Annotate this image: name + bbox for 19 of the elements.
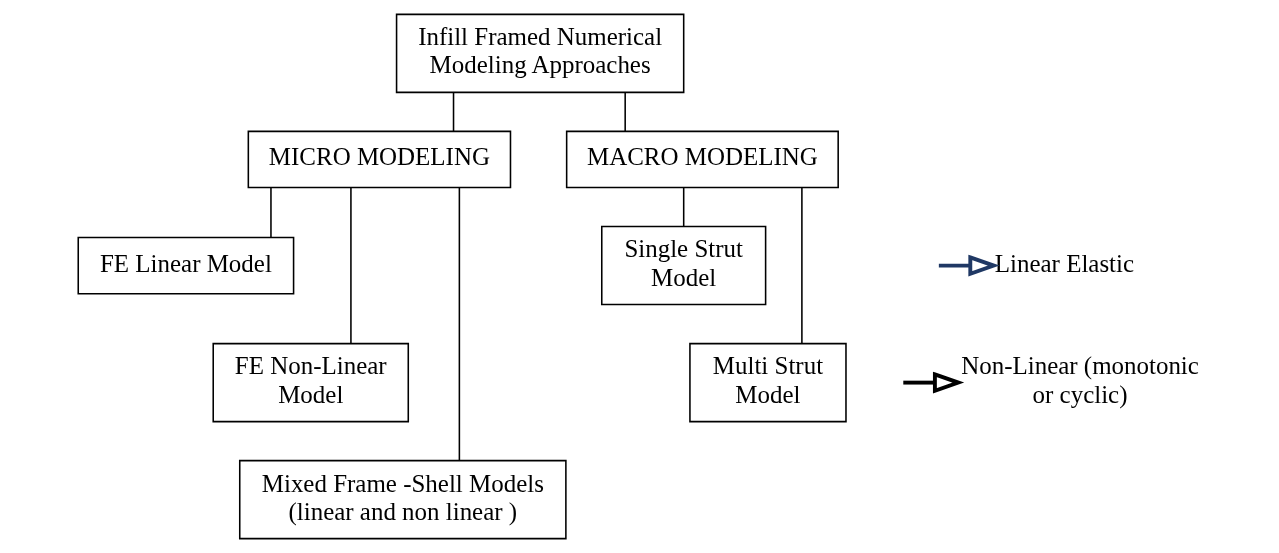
node-box: FE Linear Model xyxy=(76,236,294,295)
node-box: MICRO MODELING xyxy=(247,130,511,189)
connector xyxy=(682,187,684,228)
node-box: Infill Framed Numerical Modeling Approaches xyxy=(395,13,684,94)
node-box: Single Strut Model xyxy=(600,225,766,306)
connector xyxy=(623,92,626,132)
node-box: Mixed Frame -Shell Models (linear and non linear ) xyxy=(238,459,567,540)
connector xyxy=(452,92,454,132)
arrow xyxy=(902,371,964,394)
arrow xyxy=(938,254,1000,277)
connector xyxy=(269,187,272,238)
connector xyxy=(800,186,803,345)
node-text: Non-Linear (monotonic or cyclic) xyxy=(960,352,1199,408)
connector xyxy=(349,186,352,345)
node-box: FE Non-Linear Model xyxy=(211,342,409,423)
node-text: Linear Elastic xyxy=(994,249,1134,277)
node-box: MACRO MODELING xyxy=(565,130,839,189)
connector xyxy=(458,187,460,462)
node-box: Multi Strut Model xyxy=(688,342,847,423)
